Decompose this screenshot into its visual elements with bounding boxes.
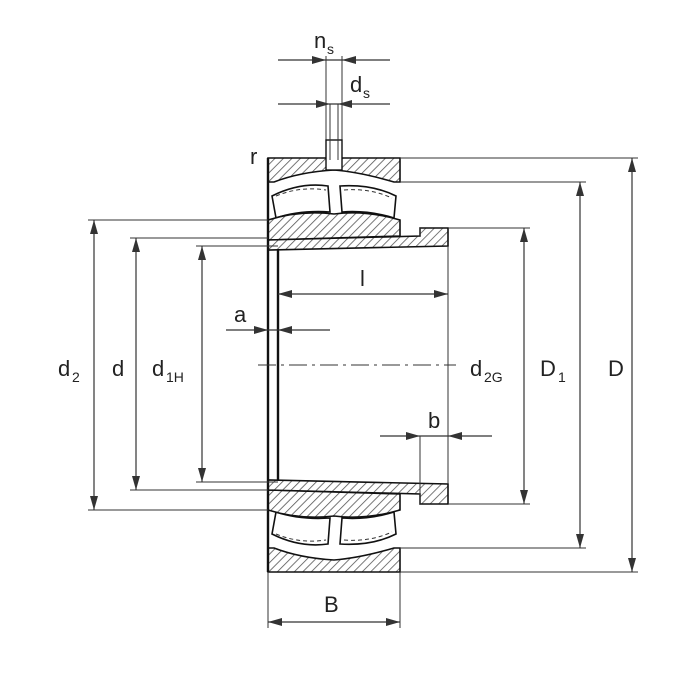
extension-lines-right bbox=[400, 157, 638, 573]
extension-lines-left bbox=[88, 219, 278, 511]
dimension-ns: n s bbox=[278, 28, 390, 64]
dimension-d1H: d 1H bbox=[152, 246, 206, 482]
inner-ring-top bbox=[267, 212, 401, 241]
dimension-D: D bbox=[608, 158, 636, 572]
label-b: b bbox=[428, 408, 440, 433]
label-ns: n bbox=[314, 28, 326, 53]
label-D1-sub: 1 bbox=[558, 369, 566, 385]
dimension-d: d bbox=[112, 238, 140, 490]
label-d: d bbox=[112, 356, 124, 381]
label-a: a bbox=[234, 302, 247, 327]
lubrication-groove bbox=[325, 56, 343, 171]
dimension-D1: D 1 bbox=[540, 182, 584, 548]
rollers-top bbox=[271, 184, 397, 220]
label-d2-sub: 2 bbox=[72, 369, 80, 385]
dimension-d2: d 2 bbox=[58, 220, 98, 510]
label-ns-sub: s bbox=[327, 41, 334, 57]
label-B: B bbox=[324, 592, 339, 617]
label-d2: d bbox=[58, 356, 70, 381]
label-ds-sub: s bbox=[363, 85, 370, 101]
inner-ring-bottom bbox=[267, 489, 401, 518]
dimension-b: b bbox=[380, 408, 492, 484]
dimension-ds: d s bbox=[278, 72, 390, 160]
label-r: r bbox=[250, 144, 257, 169]
label-d2G: d bbox=[470, 356, 482, 381]
dimension-B: B bbox=[267, 572, 401, 628]
label-l: l bbox=[360, 266, 365, 291]
outer-ring-bottom bbox=[267, 547, 401, 573]
label-D1: D bbox=[540, 356, 556, 381]
dimension-l: l bbox=[278, 266, 448, 298]
dimension-a: a bbox=[226, 302, 330, 334]
label-ds: d bbox=[350, 72, 362, 97]
dimension-d2G: d 2G bbox=[470, 228, 528, 504]
rollers-bottom bbox=[271, 510, 397, 546]
label-D: D bbox=[608, 356, 624, 381]
label-d2G-sub: 2G bbox=[484, 369, 503, 385]
label-d1H-sub: 1H bbox=[166, 369, 184, 385]
label-d1H: d bbox=[152, 356, 164, 381]
